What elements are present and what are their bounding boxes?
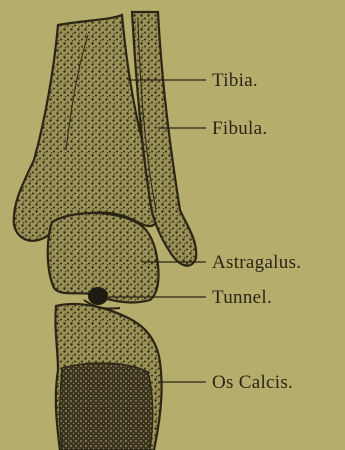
label-tunnel: Tunnel. <box>212 287 272 309</box>
label-fibula: Fibula. <box>212 118 267 140</box>
label-os-calcis: Os Calcis. <box>212 372 293 394</box>
label-tibia: Tibia. <box>212 70 258 92</box>
os-calcis-bone <box>55 304 161 450</box>
label-astragalus: Astragalus. <box>212 252 301 274</box>
